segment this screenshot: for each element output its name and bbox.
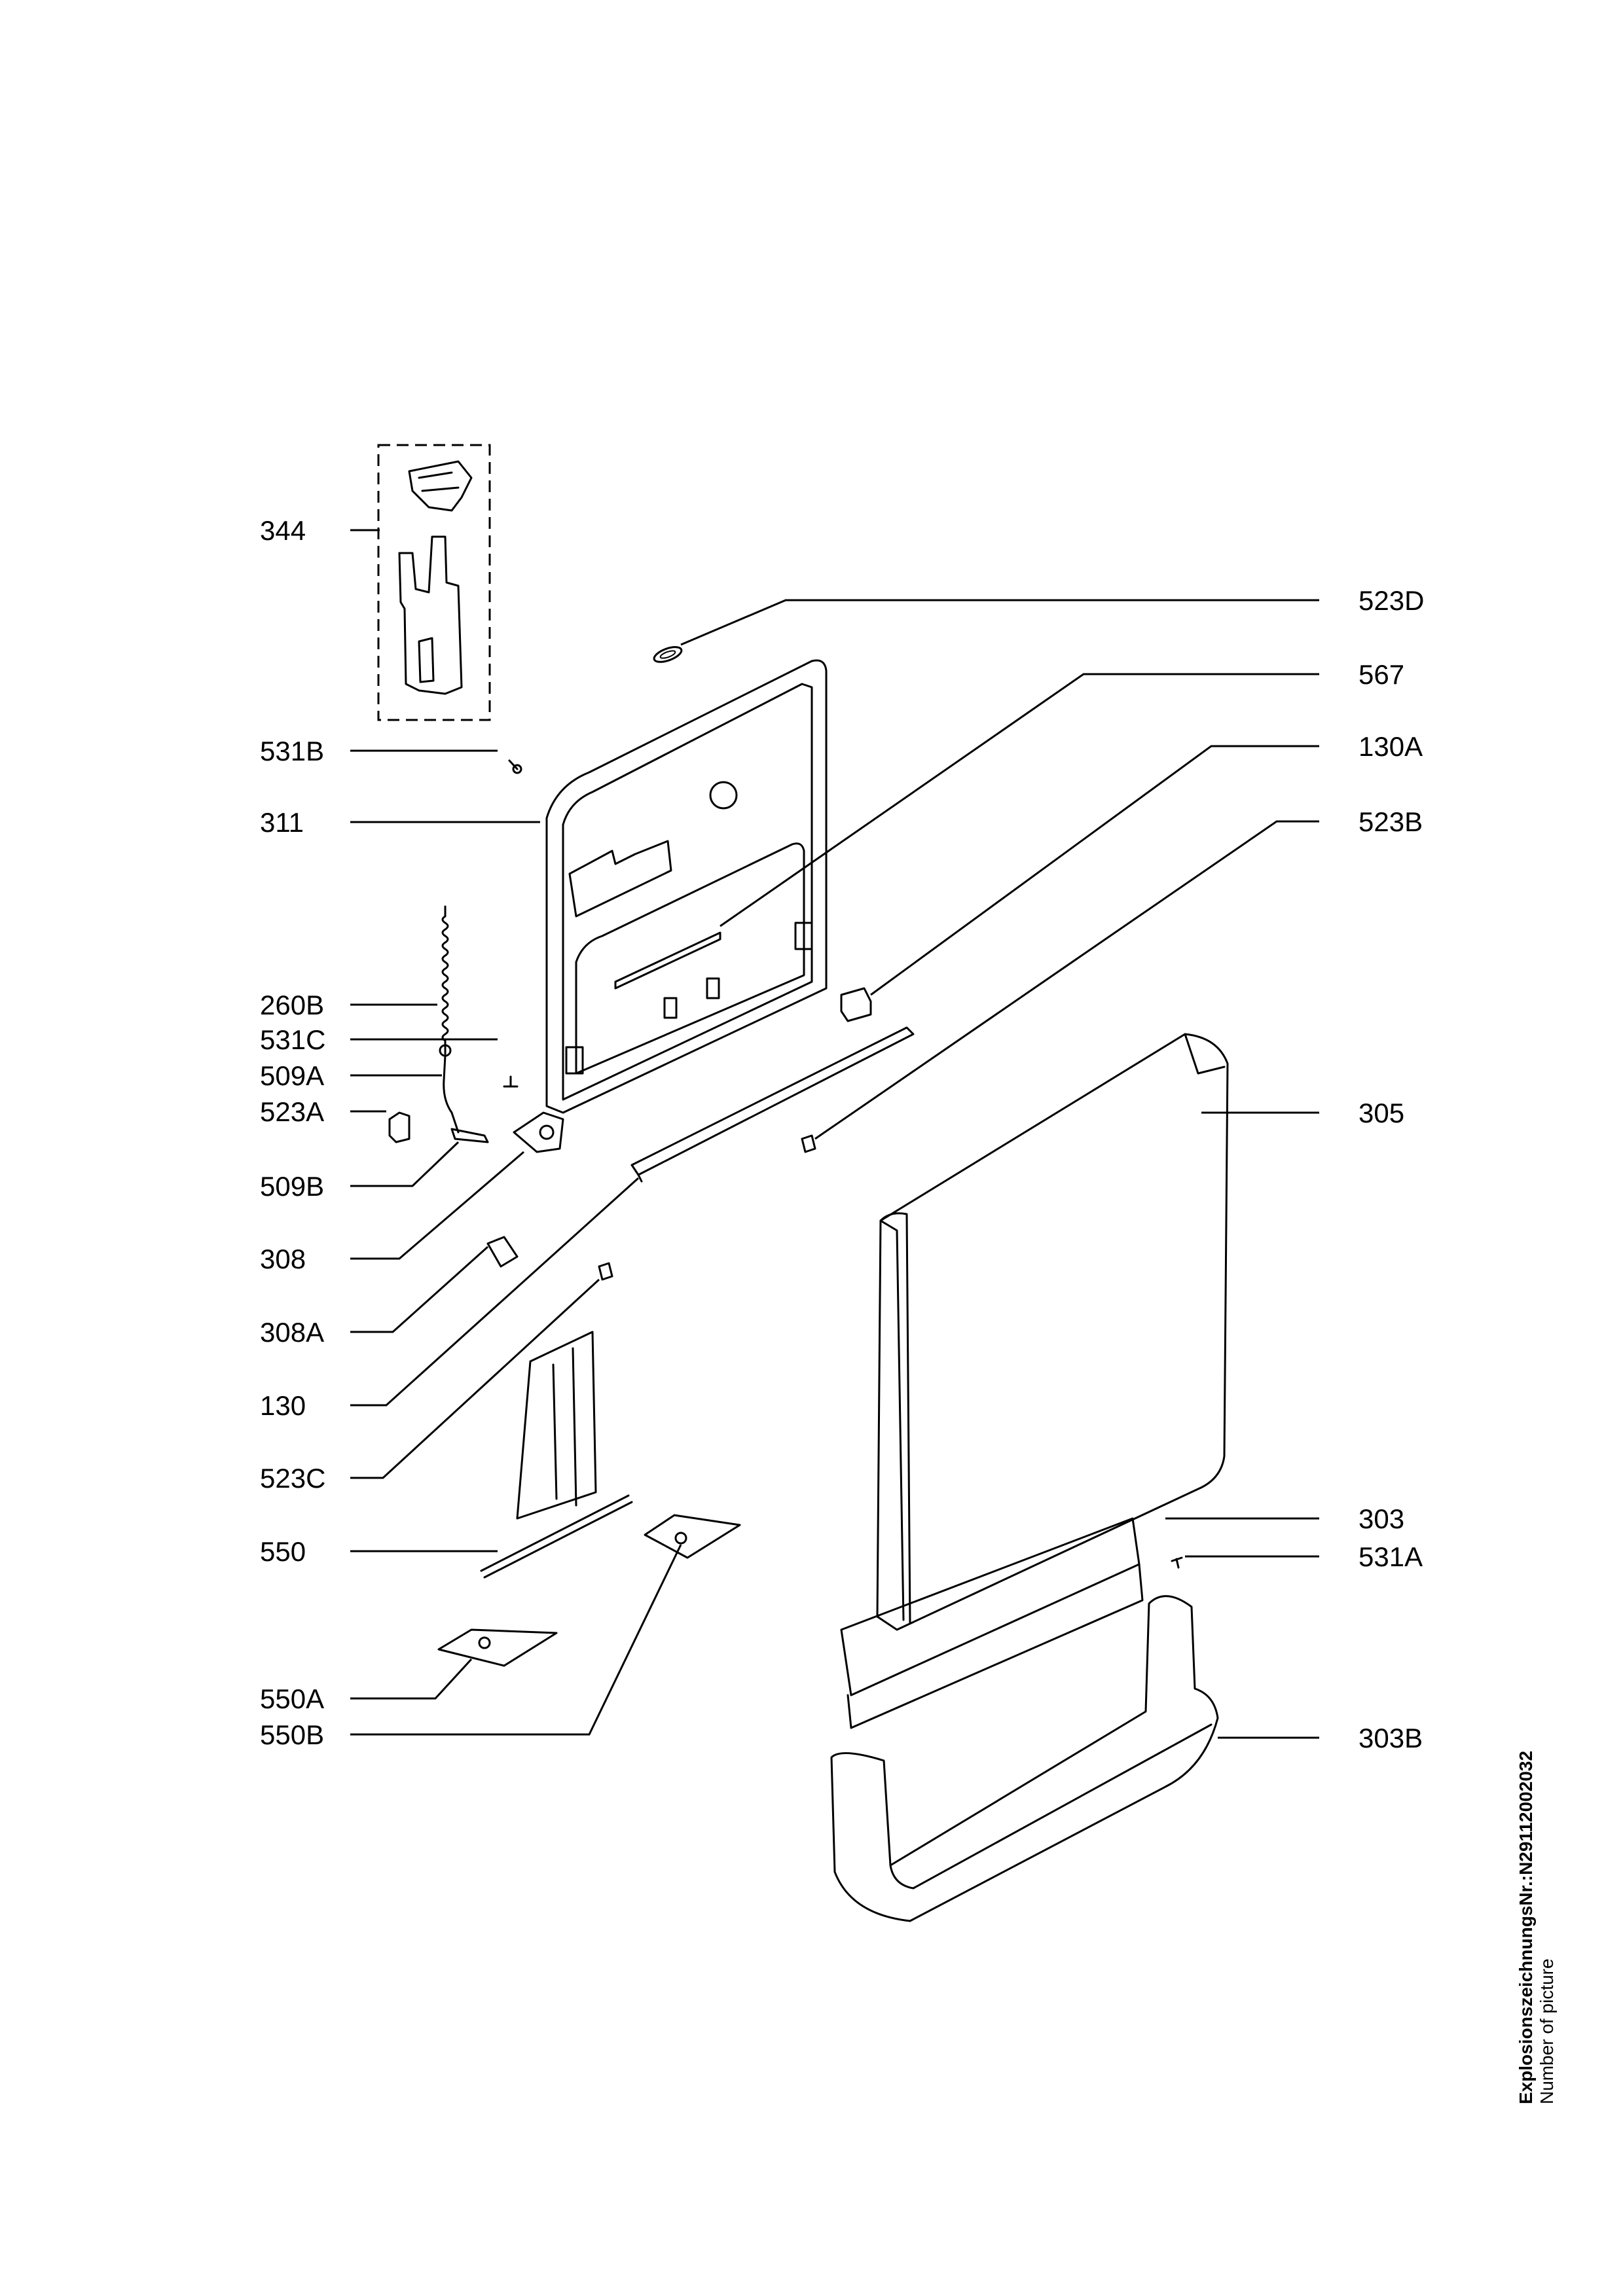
label-305: 305 <box>1359 1098 1404 1128</box>
label-344: 344 <box>260 515 306 546</box>
part-311-inner-door <box>545 659 828 1114</box>
part-509A-cable <box>439 1044 460 1134</box>
label-509B: 509B <box>260 1171 324 1202</box>
label-523C: 523C <box>260 1463 325 1494</box>
part-531B-screw <box>508 759 522 774</box>
picture-number-caption: ExplosionszeichnungsNr.:N29112002032 Num… <box>1516 1751 1558 2104</box>
label-523B: 523B <box>1359 806 1423 837</box>
part-531A-screw <box>1171 1556 1183 1569</box>
label-523A: 523A <box>260 1096 324 1127</box>
label-308: 308 <box>260 1244 306 1274</box>
label-550: 550 <box>260 1536 306 1567</box>
part-130-bar <box>630 1026 915 1183</box>
part-303B-kickplate <box>830 1595 1219 1922</box>
label-311: 311 <box>260 807 304 838</box>
part-523C-clip <box>598 1262 613 1281</box>
part-523A-block <box>388 1111 410 1143</box>
part-523B-clip <box>801 1134 816 1153</box>
part-523D-clip <box>653 646 683 663</box>
label-550B: 550B <box>260 1719 324 1750</box>
label-308A: 308A <box>260 1317 324 1348</box>
part-308A-bracket <box>486 1236 519 1268</box>
label-531B: 531B <box>260 736 324 766</box>
label-130: 130 <box>260 1390 306 1421</box>
label-550A: 550A <box>260 1683 324 1714</box>
part-509B-lever <box>450 1128 489 1143</box>
part-305-outer-door <box>876 1033 1229 1631</box>
caption-subtitle: Number of picture <box>1537 1958 1557 2104</box>
leader-lines <box>350 529 1319 1739</box>
label-130A: 130A <box>1359 731 1423 762</box>
caption-title-prefix: Explosionszeichnungs <box>1516 1905 1536 2104</box>
part-308-hinge <box>513 1111 564 1153</box>
part-303-strip <box>840 1517 1144 1729</box>
label-531C: 531C <box>260 1024 325 1055</box>
part-labels: 344 531B 311 260B 531C 509A 523A 509B 30… <box>260 515 1424 1753</box>
caption-title: ExplosionszeichnungsNr.:N29112002032 <box>1516 1751 1537 2104</box>
label-523D: 523D <box>1359 585 1424 616</box>
part-260B-spring <box>441 905 449 1055</box>
label-509A: 509A <box>260 1060 324 1091</box>
part-531C-screw <box>503 1075 519 1088</box>
caption-title-number: Nr.:N29112002032 <box>1516 1750 1536 1906</box>
label-303B: 303B <box>1359 1723 1423 1753</box>
part-344-hinge-kit <box>377 444 491 721</box>
label-531A: 531A <box>1359 1541 1423 1572</box>
part-550B-slider <box>644 1514 741 1559</box>
part-550A-slider <box>437 1628 558 1667</box>
part-130A-block <box>840 987 872 1022</box>
label-260B: 260B <box>260 990 324 1020</box>
label-567: 567 <box>1359 659 1404 690</box>
part-550-frame <box>480 1331 633 1579</box>
label-303: 303 <box>1359 1503 1404 1534</box>
